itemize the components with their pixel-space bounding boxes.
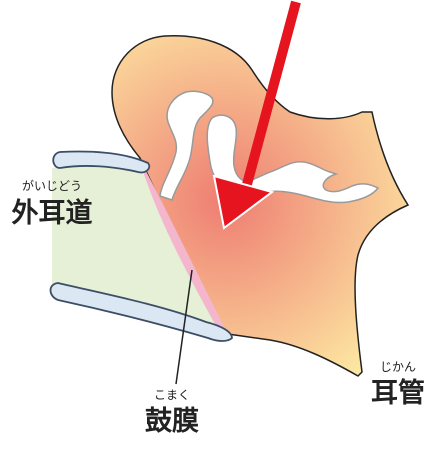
ear-canal-label: 外耳道 xyxy=(12,197,93,229)
eardrum-membrane xyxy=(140,160,228,334)
lower-canal-wall xyxy=(49,282,233,342)
eardrum-leader-line xyxy=(175,269,193,385)
ossicle-bone-1 xyxy=(159,90,214,201)
eustachian-tube-label: 耳管 xyxy=(371,378,425,409)
ear-canal-ruby: がいじどう xyxy=(22,178,82,193)
eardrum-label: 鼓膜 xyxy=(145,406,199,437)
eardrum-ruby: こまく xyxy=(154,388,190,402)
ossicles xyxy=(159,90,380,204)
eustachian-tube-ruby: じかん xyxy=(380,360,416,374)
arrow-icon xyxy=(212,0,301,230)
arrow-shaft xyxy=(241,0,301,190)
ear-canal-area xyxy=(52,160,228,330)
upper-canal-wall xyxy=(52,150,151,174)
arrow-head xyxy=(212,174,275,230)
